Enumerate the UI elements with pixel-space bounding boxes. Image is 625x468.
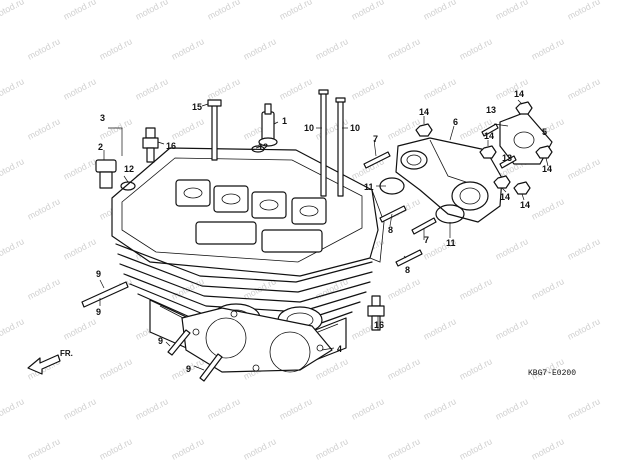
callout-1: 1 [282, 116, 287, 126]
callout-14-d: 14 [542, 164, 552, 174]
callout-14-c: 14 [484, 131, 494, 141]
callout-11-a: 11 [364, 182, 374, 192]
front-arrow-icon: FR. [27, 349, 73, 375]
studs-8 [379, 205, 423, 267]
leader-lines [99, 99, 549, 371]
spark-plug-left [142, 127, 159, 163]
callout-9-a: 9 [96, 269, 101, 279]
callout-15: 15 [192, 102, 202, 112]
nuts-and-studs [415, 101, 553, 195]
callout-14-e: 14 [500, 192, 510, 202]
callout-13-a: 13 [486, 105, 496, 115]
callout-7-upper: 7 [373, 134, 378, 144]
spark-plug-right [367, 295, 385, 331]
plug-and-o-ring [95, 145, 265, 191]
callout-9-d: 9 [186, 364, 191, 374]
callout-13-b: 13 [502, 153, 512, 163]
callout-4: 4 [337, 344, 342, 354]
front-marker-label: FR. [60, 349, 73, 358]
drawing-code: KBG7-E0200 [528, 369, 576, 378]
callout-14-b: 14 [514, 89, 524, 99]
callout-9-c: 9 [158, 336, 163, 346]
callout-12-b: 12 [258, 142, 268, 152]
callout-8-upper: 8 [388, 225, 393, 235]
callout-16-lower: 16 [374, 320, 384, 330]
callout-16-upper: 16 [166, 141, 176, 151]
callout-14-a: 14 [419, 107, 429, 117]
callout-6: 6 [453, 117, 458, 127]
callout-8-lower: 8 [405, 265, 410, 275]
callout-7-lower: 7 [424, 235, 429, 245]
callout-14-f: 14 [520, 200, 530, 210]
callout-10-a: 10 [304, 123, 314, 133]
intake-manifold [395, 137, 503, 223]
studs-9 [81, 281, 223, 382]
stud-bolts [318, 89, 346, 197]
callout-numbers: 1 2 3 4 5 6 7 7 8 8 9 9 9 9 10 10 11 11 … [96, 89, 552, 374]
callout-10-b: 10 [350, 123, 360, 133]
callout-12-a: 12 [124, 164, 134, 174]
callout-3: 3 [100, 113, 105, 123]
bolt-15 [207, 99, 222, 161]
studs-7 [363, 151, 437, 235]
callout-11-b: 11 [446, 238, 456, 248]
callout-2: 2 [98, 142, 103, 152]
callout-9-b: 9 [96, 307, 101, 317]
breather-fitting [258, 103, 278, 147]
callout-5: 5 [542, 127, 547, 137]
